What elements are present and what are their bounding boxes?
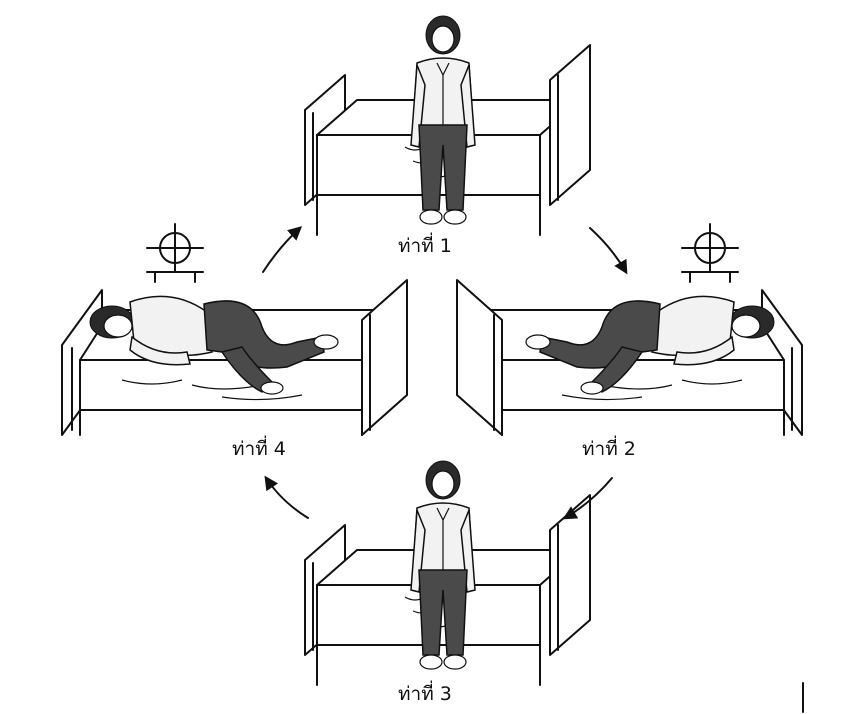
arrow-icon — [264, 475, 309, 519]
position-label-2: ท่าที่ 2 — [582, 435, 636, 460]
position-label-3: ท่าที่ 3 — [398, 680, 452, 705]
head-position-symbol-icon — [681, 223, 739, 283]
arrow-icon — [262, 226, 303, 273]
head-position-symbol-icon — [146, 223, 204, 283]
position-label-4: ท่าที่ 4 — [232, 435, 286, 460]
arrow-icon — [562, 477, 613, 520]
position-label-1: ท่าที่ 1 — [398, 232, 452, 257]
arrow-icon — [589, 227, 628, 275]
